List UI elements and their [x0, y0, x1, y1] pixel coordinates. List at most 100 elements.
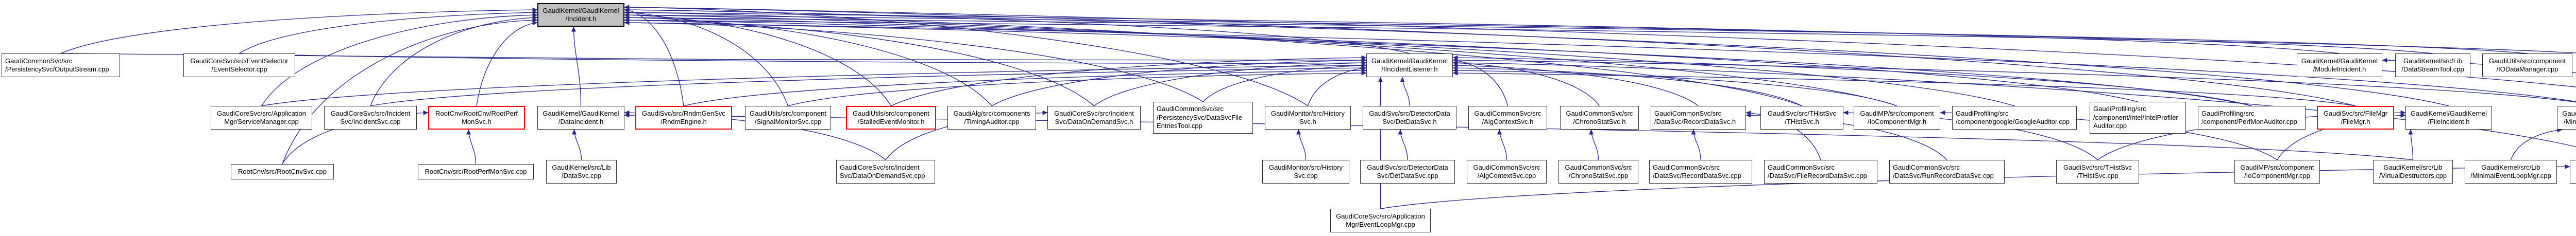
edge-perfmonauditor-cpp-to-iincidentlistener-h — [1452, 55, 2252, 106]
node-label-line: /AlgContextSvc.h — [1482, 118, 1534, 125]
graph-node-incident-h[interactable]: GaudiKernel/GaudiKernel/Incident.h — [537, 3, 624, 27]
node-label-line: /DataSvc/RecordDataSvc.h — [1654, 118, 1736, 125]
node-label-line: GaudiSvc/src/RndmGenSvc — [642, 109, 725, 117]
edge-dataondemandsvc-h-to-iincidentlistener-h — [1094, 60, 1367, 106]
graph-node-virtualdestructors-cpp[interactable]: GaudiKernel/src/Lib/VirtualDestructors.c… — [2373, 160, 2453, 184]
graph-node-rndmengine-h[interactable]: GaudiSvc/src/RndmGenSvc/RndmEngine.h — [635, 106, 732, 130]
node-label-line: /component/PerfMonAuditor.cpp — [2201, 118, 2297, 125]
graph-node-filerecorddatasvc-cpp[interactable]: GaudiCommonSvc/src/DataSvc/FileRecordDat… — [1764, 160, 1877, 184]
edge-signalmonitorsvc-cpp-to-iincidentlistener-h — [788, 70, 1367, 106]
node-label-line: /DataIncident.h — [558, 118, 604, 125]
node-label-line: GaudiMonitor/src/History — [1268, 163, 1343, 171]
graph-node-googleauditor-cpp[interactable]: GaudiProfiling/src/component/google/Goog… — [1952, 106, 2077, 130]
graph-node-algcontextsvc-h[interactable]: GaudiCommonSvc/src/AlgContextSvc.h — [1468, 106, 1547, 130]
graph-node-iincidentlistener-h[interactable]: GaudiKernel/GaudiKernel/IIncidentListene… — [1366, 53, 1453, 77]
graph-node-timingauditor-cpp[interactable]: GaudiAlg/src/components/TimingAuditor.cp… — [947, 106, 1036, 130]
graph-node-outputstream-cpp[interactable]: GaudiCommonSvc/src/PersistencySvc/Output… — [2, 53, 120, 77]
graph-node-rootperfmonsvc-cpp[interactable]: RootCnv/src/RootPerfMonSvc.cpp — [418, 164, 534, 179]
node-label-line: GaudiKernel/GaudiKernel — [543, 109, 619, 117]
edge-recorddatasvc-cpp-to-recorddatasvc-h — [1691, 129, 1701, 160]
graph-node-dataincident-h[interactable]: GaudiKernel/GaudiKernel/DataIncident.h — [537, 106, 624, 130]
edge-chronostatsvc-cpp-to-chronostatsvc-h — [1589, 129, 1599, 160]
graph-node-minimaleventloopmgr-lib-cpp[interactable]: GaudiKernel/src/Lib/MinimalEventLoopMgr.… — [2465, 160, 2557, 184]
graph-node-signalmonitorsvc-cpp[interactable]: GaudiUtils/src/component/SignalMonitorSv… — [745, 106, 831, 130]
node-label-line: /TimingAuditor.cpp — [964, 118, 1020, 125]
graph-node-rootcnvsvc-cpp[interactable]: RootCnv/src/RootCnvSvc.cpp — [231, 164, 334, 179]
node-label-line: MonSvc.h — [462, 118, 492, 125]
graph-node-stalledeventmonitor-h[interactable]: GaudiUtils/src/component/StalledEventMon… — [846, 106, 936, 130]
node-label-line: GaudiSvc/src/THistSvc — [1768, 109, 1836, 117]
node-label-line: GaudiAlg/src/components — [953, 109, 1030, 117]
node-label-line: GaudiSvc/src/DetectorData — [1369, 109, 1450, 117]
node-label-line: GaudiSvc/src/FileMgr — [2323, 109, 2388, 117]
graph-node-iodatamanager-cpp[interactable]: GaudiUtils/src/component/IODataManager.c… — [2482, 53, 2572, 77]
node-label-line: GaudiKernel/src/Lib — [2403, 57, 2463, 65]
edge-eventselector-cpp-to-incident-h — [239, 10, 538, 54]
node-label-line: GaudiCommonSvc/src — [1893, 163, 1960, 171]
edge-algcontextsvc-cpp-to-algcontextsvc-h — [1497, 129, 1507, 160]
graph-node-minimaleventloopmgr-h[interactable]: GaudiKernel/GaudiKernel/MinimalEventLoop… — [2557, 106, 2576, 130]
graph-node-recorddatasvc-cpp[interactable]: GaudiCommonSvc/src/DataSvc/RecordDataSvc… — [1649, 160, 1752, 184]
graph-node-moduleincident-h[interactable]: GaudiKernel/GaudiKernel/ModuleIncident.h — [2297, 53, 2382, 77]
node-label-line: /PersistencySvc/OutputStream.cpp — [5, 65, 109, 73]
edge-rndmengine-h-to-iincidentlistener-h — [683, 68, 1367, 106]
node-label-line: GaudiCommonSvc/src — [1157, 105, 1224, 113]
node-label-line: GaudiSvc/src/DetectorData — [1367, 163, 1448, 171]
graph-node-thistsvc-cpp[interactable]: GaudiSvc/src/THistSvc/THistSvc.cpp — [2056, 160, 2139, 184]
node-label-line: Svc/DataOnDemandSvc.h — [1055, 118, 1133, 125]
edge-minimaleventloopmgr-h-to-iincidentlistener-h — [1452, 58, 2576, 103]
graph-node-iocomponentmgr-cpp[interactable]: GaudiMP/src/component/IoComponentMgr.cpp — [2234, 160, 2320, 184]
edge-datasvc-cpp-to-dataincident-h — [572, 129, 582, 160]
edge-rootperfmonsvc-h-to-incident-h — [476, 21, 538, 106]
node-label-line: GaudiProfiling/src — [2093, 105, 2146, 113]
node-label-line: /component/intel/IntelProfiler — [2093, 113, 2178, 121]
node-label-line: Mgr/ServiceManager.cpp — [224, 118, 299, 125]
node-label-line: GaudiCommonSvc/src — [5, 57, 73, 65]
edge-perfmonauditor-cpp-to-incident-h — [624, 20, 2252, 106]
graph-node-perfmonauditor-cpp[interactable]: GaudiProfiling/src/component/PerfMonAudi… — [2198, 106, 2306, 130]
node-label-line: /DataSvc.cpp — [561, 172, 602, 179]
graph-node-eventselector-cpp[interactable]: GaudiCoreSvc/src/EventSelector/EventSele… — [183, 53, 295, 77]
node-label-line: GaudiCoreSvc/src/EventSelector — [190, 57, 289, 65]
node-label-line: GaudiCommonSvc/src — [1768, 163, 1835, 171]
graph-node-iocomponentmgr-h[interactable]: GaudiMP/src/component/IoComponentMgr.h — [1854, 106, 1940, 130]
graph-node-thistsvc-h[interactable]: GaudiSvc/src/THistSvc/THistSvc.h — [1760, 106, 1843, 130]
graph-node-fileincident-h[interactable]: GaudiKernel/GaudiKernel/FileIncident.h — [2405, 106, 2492, 130]
node-label-line: /EventSelector.cpp — [211, 65, 267, 73]
node-label-line: GaudiCommonSvc/src — [1565, 163, 1632, 171]
edge-incidentsvc-cpp-to-incident-h — [370, 15, 538, 106]
node-label-line: /FileIncident.h — [2428, 118, 2470, 125]
graph-node-datastreamtool-cpp[interactable]: GaudiKernel/src/Lib/DataStreamTool.cpp — [2395, 53, 2470, 77]
graph-node-chronostatsvc-cpp[interactable]: GaudiCommonSvc/src/ChronoStatSvc.cpp — [1558, 160, 1638, 184]
edge-eventloopmgr-h-to-iincidentlistener-h — [1452, 60, 2576, 148]
node-label-line: GaudiKernel/GaudiKernel — [543, 6, 619, 14]
graph-node-eventloopmgr-h[interactable]: GaudiCoreSvc/src/ApplicationMgr/EventLoo… — [2570, 160, 2576, 184]
node-label-line: /DataSvc/FileRecordDataSvc.cpp — [1768, 172, 1867, 179]
graph-node-intelprofilerauditor-cpp[interactable]: GaudiProfiling/src/component/intel/Intel… — [2090, 102, 2186, 134]
graph-node-filemgr-h[interactable]: GaudiSvc/src/FileMgr/FileMgr.h — [2317, 106, 2394, 130]
node-label-line: /component/google/GoogleAuditor.cpp — [1956, 118, 2070, 125]
edge-detdatasvc-h-to-iincidentlistener-h — [1400, 77, 1410, 106]
edge-incidentsvc-cpp-to-iincidentlistener-h — [370, 65, 1367, 106]
node-label-line: GaudiCommonSvc/src — [1653, 163, 1720, 171]
node-label-line: GaudiUtils/src/component — [750, 109, 826, 117]
graph-node-recorddatasvc-h[interactable]: GaudiCommonSvc/src/DataSvc/RecordDataSvc… — [1651, 106, 1746, 130]
graph-node-algcontextsvc-cpp[interactable]: GaudiCommonSvc/src/AlgContextSvc.cpp — [1467, 160, 1547, 184]
node-label-line: /IoComponentMgr.h — [1867, 118, 1927, 125]
graph-node-runrecorddatasvc-cpp[interactable]: GaudiCommonSvc/src/DataSvc/RunRecordData… — [1889, 160, 2005, 184]
graph-node-chronostatsvc-h[interactable]: GaudiCommonSvc/src/ChronoStatSvc.h — [1560, 106, 1639, 130]
graph-node-datasvcfileentriestool-cpp[interactable]: GaudiCommonSvc/src/PersistencySvc/DataSv… — [1153, 102, 1253, 134]
graph-node-datasvc-cpp[interactable]: GaudiKernel/src/Lib/DataSvc.cpp — [546, 160, 617, 184]
node-label-line: Svc.h — [1299, 118, 1316, 125]
